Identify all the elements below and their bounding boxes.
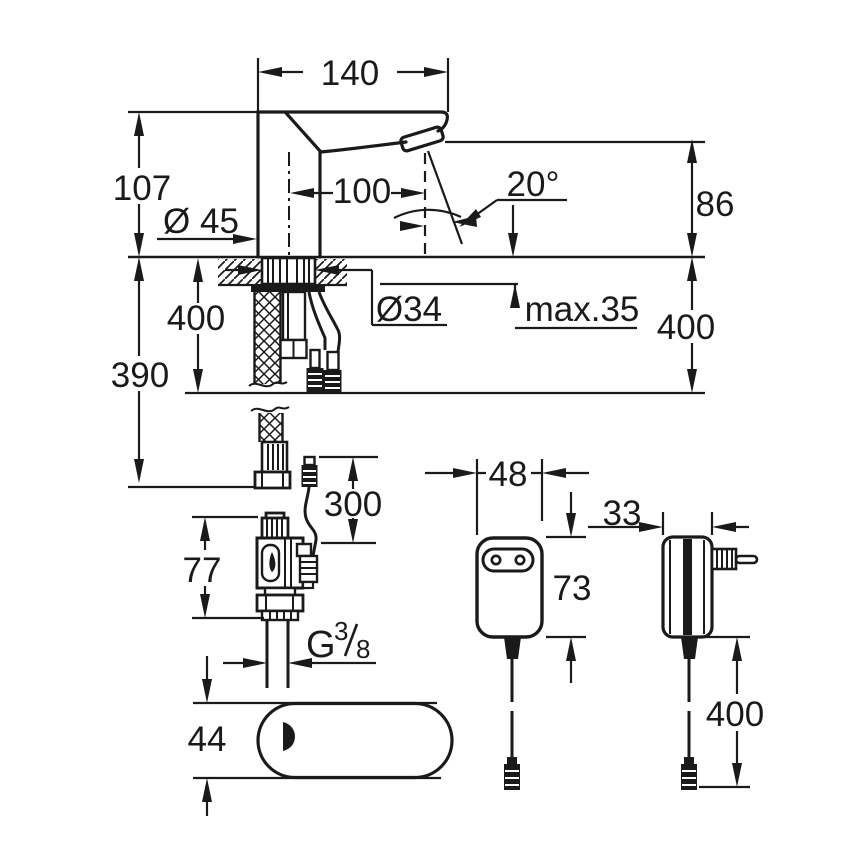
dim-outlet-offset: 100 [333,172,391,211]
dim-hose-drop: 390 [111,356,169,395]
hose-coupling-nut [253,470,292,490]
supply-hose-upper [248,292,288,388]
dim-psu-cable-length: 400 [706,695,764,734]
sensor-eye-mark [283,722,295,751]
dim-valve-height: 77 [183,551,222,590]
aerator [399,125,445,153]
power-supply-front [475,536,544,790]
dimension-labels: 140 107 Ø 45 100 20° 86 Ø34 max.35 400 4… [111,54,764,759]
spray-angle-arrows [400,209,481,231]
cable-gland-side [681,637,698,659]
dim-thread-size: G 3 8 [306,616,370,666]
sensor-cable-tube [279,290,308,360]
dim-drop-left: 400 [167,299,225,338]
cable-gland-front [504,637,521,659]
dim-window-height: 44 [188,720,227,759]
plug-pin-hole-left [490,554,502,566]
thread-numerator: 3 [334,616,348,646]
dim-spray-angle: 20° [507,165,560,204]
thread-denominator: 8 [356,634,370,664]
dim-spout-projection: 140 [321,54,379,93]
valve-cable [301,455,318,557]
thread-g-letter: G [306,624,336,666]
electrical-cables [307,291,342,353]
plug-pin-hole-right [514,554,526,566]
thread-fraction-slash [343,623,359,657]
dim-body-diameter: Ø 45 [163,202,239,241]
mounting-flange [251,284,325,292]
faucet-body [256,110,449,259]
dim-outlet-height: 86 [696,185,735,224]
cable-connectors [306,348,342,392]
dim-psu-height: 73 [553,569,592,608]
supply-hose-lower [250,406,292,490]
solenoid-valve [255,511,319,622]
dim-psu-depth: 33 [603,494,642,533]
plug-pin [734,554,759,565]
dim-deck-max-thickness: max.35 [525,290,640,329]
supply-pipe [265,620,290,688]
dim-drop-right: 400 [657,308,715,347]
sensor-window-detail [256,701,454,780]
dim-psu-width: 48 [489,455,528,494]
dim-total-height: 107 [113,169,171,208]
mounting-shank [251,256,325,292]
dim-hole-diameter: Ø34 [376,290,442,329]
dimension-arrowheads [134,67,742,802]
power-supply-side [661,535,759,790]
plug-face [481,547,535,573]
flow-direction-mark [269,552,276,572]
dim-cable-length: 300 [324,485,382,524]
